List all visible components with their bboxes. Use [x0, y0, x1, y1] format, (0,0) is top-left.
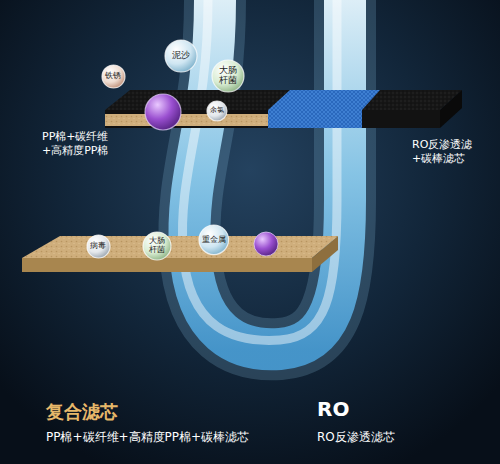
- contaminant-bubble: 大肠 杆菌: [211, 59, 245, 93]
- contaminant-bubble: 余氯: [206, 100, 228, 122]
- bubble-text: 泥沙: [172, 51, 190, 61]
- layer-label: PP棉+碳纤维 +高精度PP棉: [42, 130, 108, 159]
- contaminant-bubble: 铁锈: [101, 64, 126, 89]
- product-title: RO: [317, 396, 349, 422]
- bubble-text: 余氯: [210, 107, 224, 115]
- layer-label: RO反渗透滤 +碳棒滤芯: [412, 138, 472, 167]
- bubble-text: 铁锈: [105, 72, 121, 81]
- product-title: 复合滤芯: [46, 400, 118, 423]
- water-stream: [182, 0, 345, 349]
- virus-bubble: [254, 232, 278, 256]
- virus-bubble: [145, 94, 181, 130]
- contaminant-bubble: 泥沙: [164, 39, 198, 73]
- product-subtitle: PP棉+碳纤维+高精度PP棉+碳棒滤芯: [46, 430, 249, 446]
- bottom-filter-layer: [22, 236, 338, 272]
- contaminant-bubble: 病毒: [86, 234, 111, 259]
- contaminant-bubble: 重金属: [198, 224, 230, 256]
- bubble-text: 大肠 杆菌: [219, 66, 237, 86]
- bubble-text: 大肠 杆菌: [149, 237, 165, 255]
- product-subtitle: RO反渗透滤芯: [317, 430, 395, 446]
- contaminant-bubble: 大肠 杆菌: [142, 231, 172, 261]
- bubble-text: 重金属: [202, 236, 226, 245]
- bubble-text: 病毒: [90, 242, 106, 251]
